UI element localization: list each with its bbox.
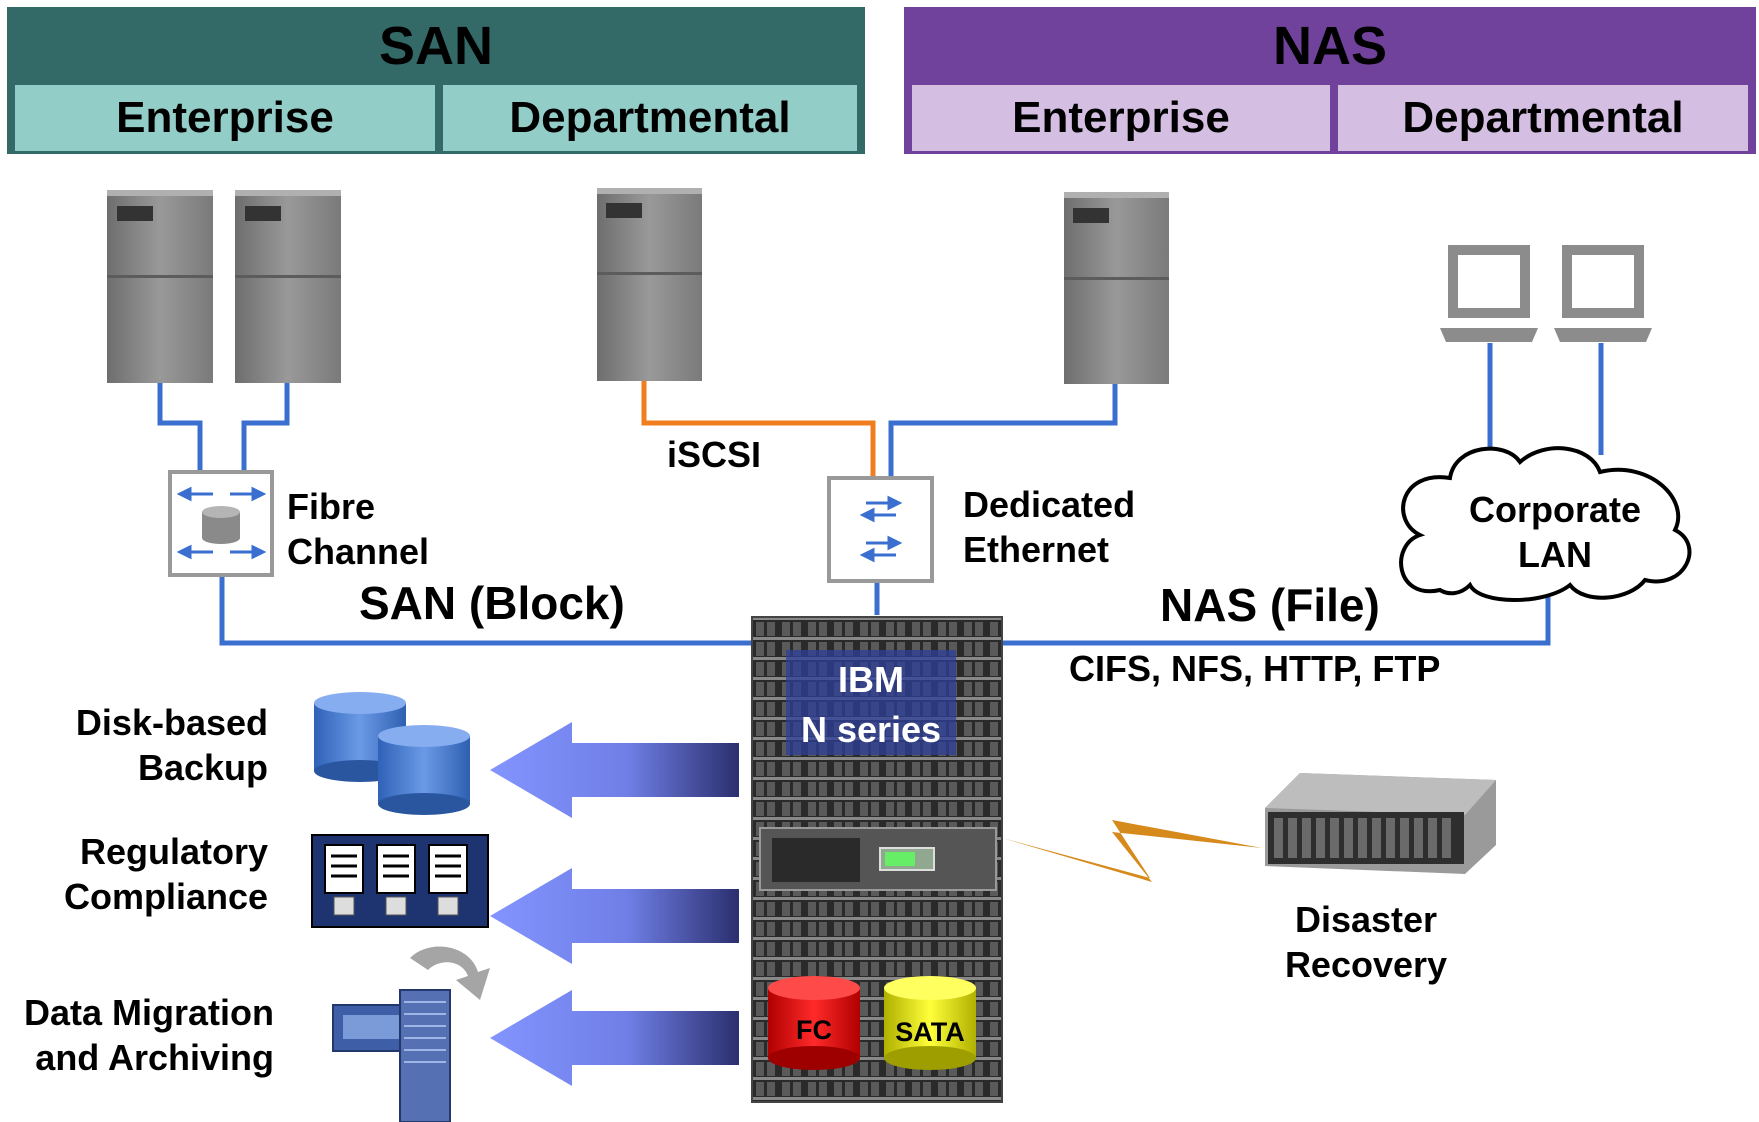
disk-backup-line2: Backup: [137, 747, 268, 788]
nas-file-label: NAS (File): [1160, 579, 1380, 631]
sata-disk-icon: [884, 976, 976, 1070]
corporate-lan-label: Corporate LAN: [1440, 487, 1670, 577]
fibre-label-line2: Channel: [287, 531, 430, 572]
nseries-line1: IBM: [838, 659, 904, 700]
nas-banner: NAS Enterprise Departmental: [904, 7, 1756, 154]
compliance-documents-icon: [311, 834, 489, 928]
disaster-line2: Recovery: [1284, 944, 1448, 985]
arrow-to-migration-icon: [490, 990, 739, 1086]
san-title: SAN: [378, 16, 493, 76]
fibre-channel-label: Fibre Channel: [287, 484, 429, 574]
regulatory-line1: Regulatory: [79, 831, 268, 872]
migration-line2: and Archiving: [35, 1037, 274, 1078]
pc-icon-2: [1554, 245, 1652, 342]
pc-icon-1: [1440, 245, 1538, 342]
fc-disk-icon: [768, 976, 860, 1070]
dedicated-ethernet-label: Dedicated Ethernet: [963, 482, 1135, 572]
connection-lines: [157, 343, 1604, 646]
corporate-line2: LAN: [1518, 534, 1592, 575]
disaster-recovery-storage-icon: [1265, 773, 1496, 874]
san-block-label: SAN (Block): [359, 577, 625, 629]
server-icon-3: [597, 188, 702, 381]
arrow-to-backup-icon: [490, 722, 739, 818]
dedicated-line2: Ethernet: [963, 529, 1110, 570]
fc-link-server-1: [157, 383, 203, 470]
fc-label: FC: [796, 1015, 832, 1045]
iscsi-label: iSCSI: [667, 434, 762, 475]
ethernet-link-server: [888, 383, 1118, 476]
dedicated-line1: Dedicated: [963, 484, 1136, 525]
regulatory-line2: Compliance: [63, 876, 268, 917]
san-banner: SAN Enterprise Departmental: [7, 7, 865, 154]
ethernet-switch-icon: [827, 476, 934, 583]
corporate-lan-cloud-icon: [1399, 446, 1692, 602]
san-enterprise: Enterprise: [15, 85, 435, 151]
migration-label: Data Migration and Archiving: [4, 990, 274, 1080]
nseries-label: IBM N series: [786, 655, 956, 755]
disaster-recovery-label: Disaster Recovery: [1236, 897, 1496, 987]
migration-line1: Data Migration: [23, 992, 274, 1033]
regulatory-label: Regulatory Compliance: [30, 829, 268, 919]
protocols-label: CIFS, NFS, HTTP, FTP: [1069, 648, 1441, 689]
server-icon-2: [235, 190, 341, 383]
nas-file-link: [1002, 590, 1551, 646]
arrow-to-compliance-icon: [490, 868, 739, 964]
fc-link-server-2: [241, 383, 290, 470]
disk-backup-line1: Disk-based: [75, 702, 268, 743]
backup-disks-icon: [314, 692, 470, 815]
san-departmental: Departmental: [443, 85, 857, 151]
nas-departmental: Departmental: [1338, 85, 1748, 151]
disaster-line1: Disaster: [1294, 899, 1438, 940]
fibre-label-line1: Fibre: [287, 486, 376, 527]
san-block-link: [219, 575, 752, 646]
lightning-bolt-icon: [1002, 820, 1262, 882]
migration-archive-icon: [332, 946, 490, 1122]
nas-enterprise: Enterprise: [912, 85, 1330, 151]
corporate-line1: Corporate: [1468, 489, 1642, 530]
iscsi-link: [641, 380, 876, 476]
server-icon-1: [107, 190, 213, 383]
sata-label: SATA: [895, 1017, 965, 1047]
disk-backup-label: Disk-based Backup: [30, 700, 268, 790]
server-icon-4: [1064, 192, 1169, 384]
nas-title: NAS: [1272, 16, 1387, 76]
nseries-line2: N series: [800, 709, 942, 750]
fibre-channel-switch-icon: [168, 470, 274, 577]
